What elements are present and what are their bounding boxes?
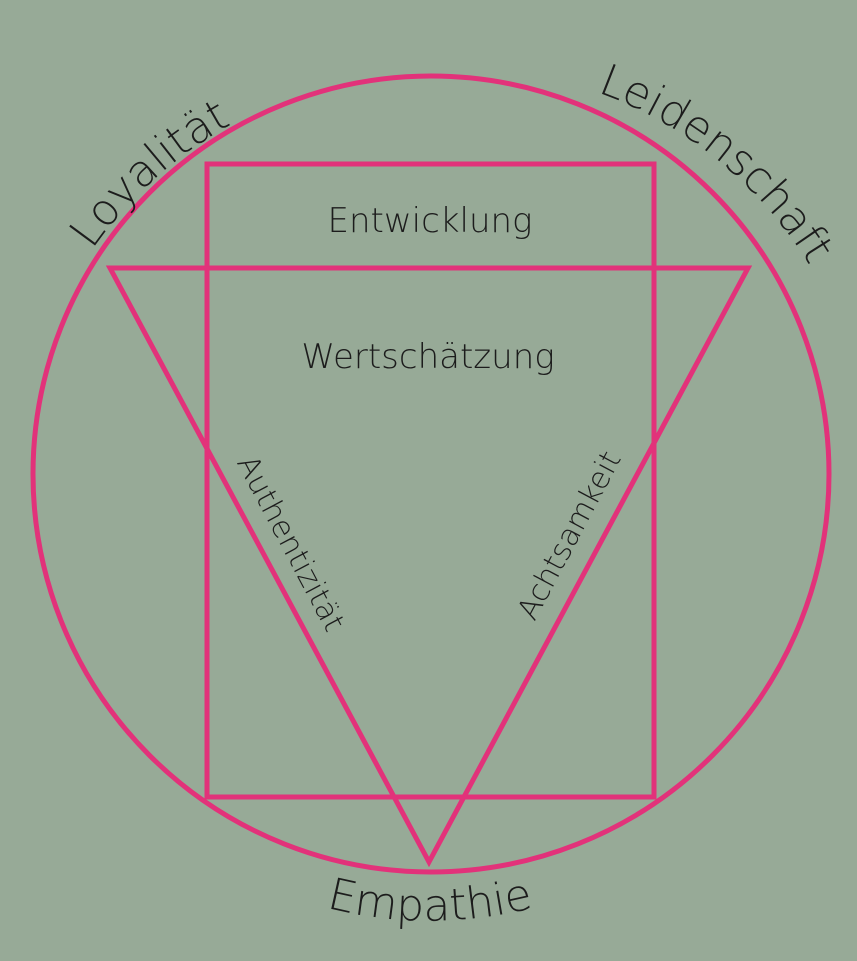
label-empathy: Empathie [324,869,537,932]
label-development: Entwicklung [328,201,533,241]
inverted-triangle [105,265,753,868]
label-loyalty-text: Loyalität [60,89,238,256]
label-loyalty: Loyalität [60,89,238,256]
label-appreciation: Wertschätzung [301,337,554,377]
label-authenticity: Authentizität [229,450,351,638]
outer-circle [30,73,832,875]
inner-rectangle [204,161,657,800]
label-empathy-text: Empathie [324,869,537,932]
